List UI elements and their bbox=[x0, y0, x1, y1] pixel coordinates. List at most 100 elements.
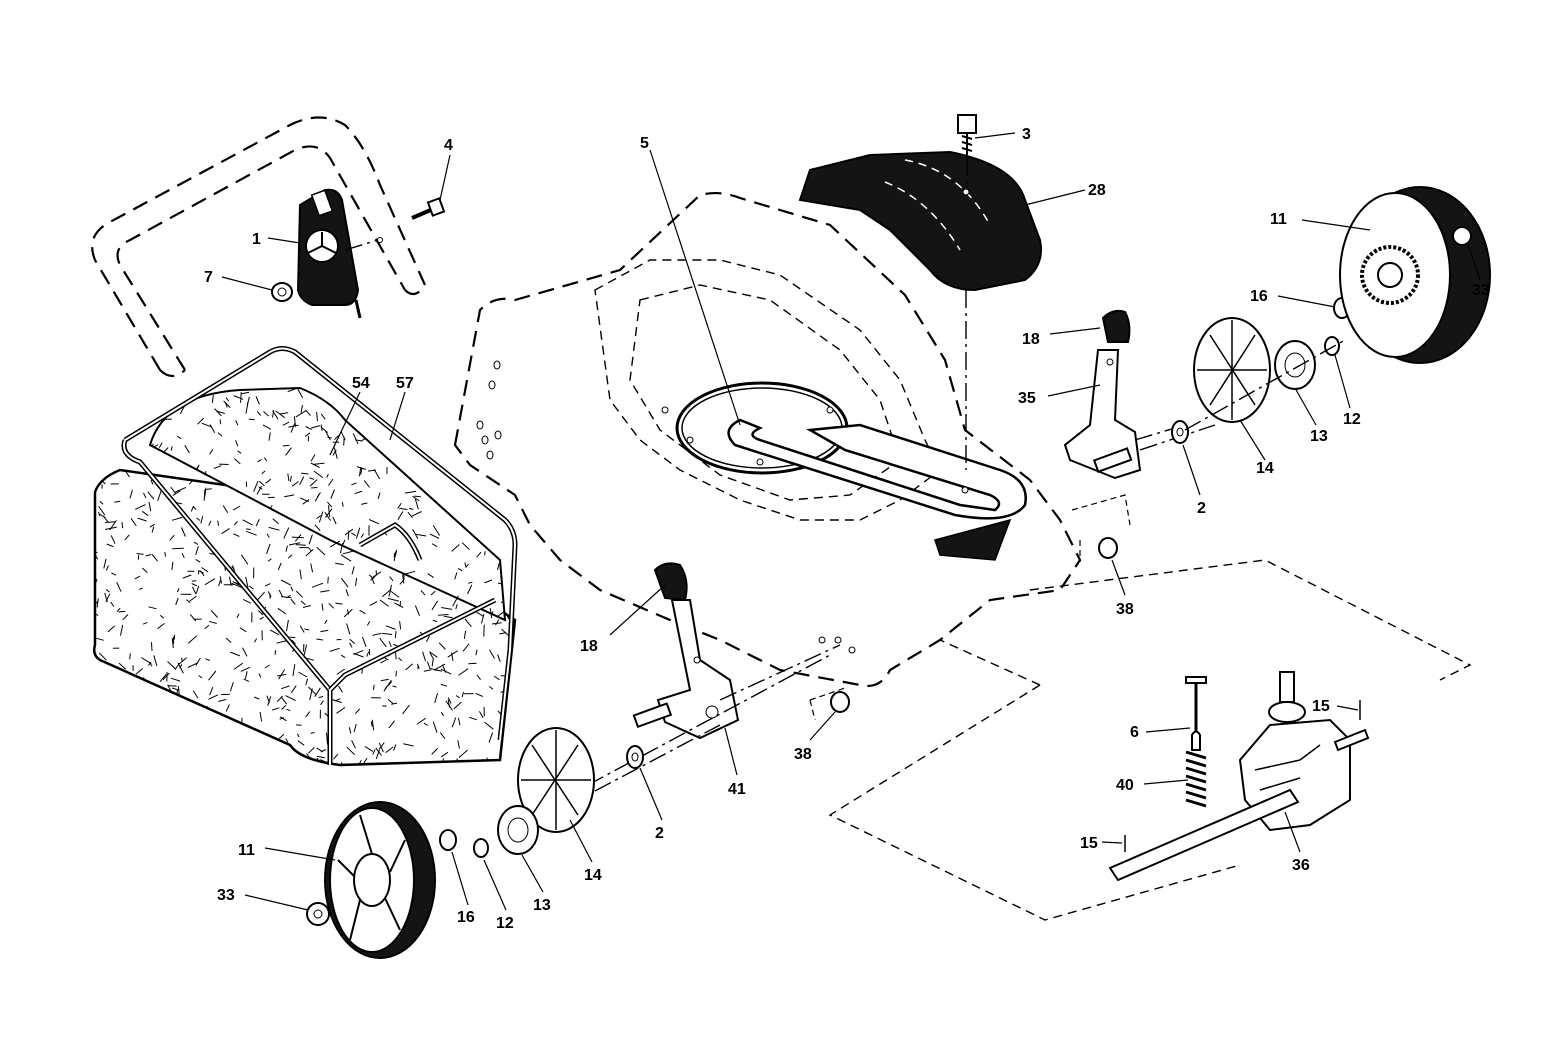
bag-texture-stroke bbox=[213, 465, 222, 469]
bag-texture-stroke bbox=[277, 562, 282, 571]
right-wheel-assembly bbox=[1171, 186, 1491, 444]
bag-texture-stroke bbox=[107, 468, 112, 472]
callout-41: 41 bbox=[728, 781, 746, 798]
bag-texture-stroke bbox=[351, 482, 357, 486]
bag-texture-stroke bbox=[502, 412, 506, 418]
bag-texture-stroke bbox=[295, 759, 301, 763]
bag-texture-stroke bbox=[253, 638, 258, 643]
callout-57: 57 bbox=[396, 375, 414, 392]
bag-texture-stroke bbox=[159, 614, 165, 619]
bag-texture-stroke bbox=[110, 535, 116, 544]
bag-texture-stroke bbox=[281, 685, 290, 690]
bag-texture-stroke bbox=[143, 736, 147, 748]
bag-texture-stroke bbox=[475, 692, 483, 697]
bag-texture-stroke bbox=[371, 719, 375, 731]
bag-texture-stroke bbox=[110, 455, 114, 460]
bag-texture-stroke bbox=[372, 632, 382, 636]
bag-texture-stroke bbox=[333, 753, 339, 760]
bag-texture-stroke bbox=[489, 608, 493, 619]
bag-texture-stroke bbox=[426, 661, 431, 669]
bag-texture-stroke bbox=[102, 413, 112, 420]
bag-texture-stroke bbox=[462, 643, 470, 652]
bag-texture-stroke bbox=[422, 651, 427, 662]
bag-texture-stroke bbox=[278, 589, 284, 598]
bag-texture-stroke bbox=[118, 462, 123, 467]
bag-texture-stroke bbox=[488, 732, 494, 743]
bag-texture-stroke bbox=[255, 743, 265, 752]
bag-texture-stroke bbox=[378, 742, 385, 750]
bag-texture-stroke bbox=[99, 688, 102, 694]
bag-texture-stroke bbox=[499, 522, 504, 527]
bag-texture-stroke bbox=[147, 686, 153, 691]
bag-texture-stroke bbox=[295, 544, 306, 546]
bag-texture-stroke bbox=[388, 584, 392, 597]
bag-texture-stroke bbox=[335, 562, 344, 566]
bag-texture-stroke bbox=[299, 476, 305, 486]
bag-texture-stroke bbox=[434, 663, 446, 671]
bag-texture-stroke bbox=[318, 696, 324, 699]
bag-texture-stroke bbox=[160, 764, 167, 765]
bag-texture-stroke bbox=[320, 749, 326, 753]
bag-texture-stroke bbox=[324, 619, 328, 624]
bag-texture-stroke bbox=[384, 679, 392, 690]
bag-texture-stroke bbox=[502, 744, 512, 746]
bag-texture-stroke bbox=[170, 486, 177, 495]
bag-texture-stroke bbox=[429, 667, 439, 671]
bag-texture-stroke bbox=[302, 499, 310, 505]
bag-texture-stroke bbox=[121, 521, 124, 529]
bag-texture-stroke bbox=[467, 584, 473, 595]
bag-texture-stroke bbox=[403, 743, 414, 747]
height-adjuster-right bbox=[1063, 309, 1216, 480]
bag-texture-stroke bbox=[482, 533, 488, 541]
bag-texture-stroke bbox=[432, 619, 438, 622]
bag-texture-stroke bbox=[210, 610, 218, 618]
bag-texture-stroke bbox=[423, 669, 432, 672]
bag-texture-stroke bbox=[233, 533, 240, 537]
bag-texture-stroke bbox=[415, 768, 419, 776]
bag-texture-stroke bbox=[326, 732, 328, 745]
bag-texture-stroke bbox=[397, 502, 402, 509]
callout-4: 4 bbox=[444, 137, 453, 154]
bag-texture-stroke bbox=[132, 683, 142, 687]
bag-texture-stroke bbox=[253, 696, 260, 700]
bag-texture-stroke bbox=[455, 421, 466, 426]
bag-texture-stroke bbox=[314, 524, 321, 531]
bag-texture-stroke bbox=[98, 714, 104, 718]
bag-texture-stroke bbox=[299, 625, 305, 633]
bag-texture-stroke bbox=[399, 579, 405, 585]
callout-5: 5 bbox=[640, 135, 649, 152]
bag-texture-stroke bbox=[281, 697, 288, 705]
bag-texture-stroke bbox=[128, 440, 134, 447]
bag-texture-stroke bbox=[216, 410, 225, 414]
bag-texture-stroke bbox=[165, 398, 170, 402]
bag-texture-stroke bbox=[512, 388, 515, 397]
bag-texture-stroke bbox=[233, 395, 244, 400]
bag-texture-stroke bbox=[255, 518, 260, 527]
bag-texture-stroke bbox=[200, 515, 204, 524]
callout-28: 28 bbox=[1088, 182, 1106, 199]
bag-texture-stroke bbox=[154, 708, 159, 714]
bag-texture-stroke bbox=[292, 664, 296, 676]
bag-texture-stroke bbox=[388, 720, 395, 729]
bag-texture-stroke bbox=[463, 630, 467, 639]
bag-texture-stroke bbox=[198, 675, 203, 679]
bag-texture-stroke bbox=[457, 717, 461, 726]
bag-texture-stroke bbox=[124, 694, 131, 705]
callout-2-right: 2 bbox=[1197, 500, 1206, 517]
bag-texture-stroke bbox=[228, 737, 232, 744]
bag-texture-stroke bbox=[100, 704, 106, 715]
bag-texture-stroke bbox=[94, 449, 104, 457]
bag-texture-stroke bbox=[441, 664, 447, 673]
bag-texture-stroke bbox=[468, 445, 474, 450]
bag-texture-stroke bbox=[451, 396, 464, 400]
bag-texture-stroke bbox=[380, 678, 389, 682]
callout-13-right: 13 bbox=[1310, 428, 1328, 445]
bag-texture-stroke bbox=[278, 669, 286, 680]
bag-texture-stroke bbox=[94, 757, 97, 763]
bag-texture-stroke bbox=[411, 511, 422, 517]
bag-texture-stroke bbox=[316, 515, 321, 520]
bag-texture-stroke bbox=[416, 717, 427, 725]
bag-texture-stroke bbox=[478, 399, 487, 410]
bag-texture-stroke bbox=[204, 578, 216, 586]
bag-texture-stroke bbox=[102, 435, 106, 445]
